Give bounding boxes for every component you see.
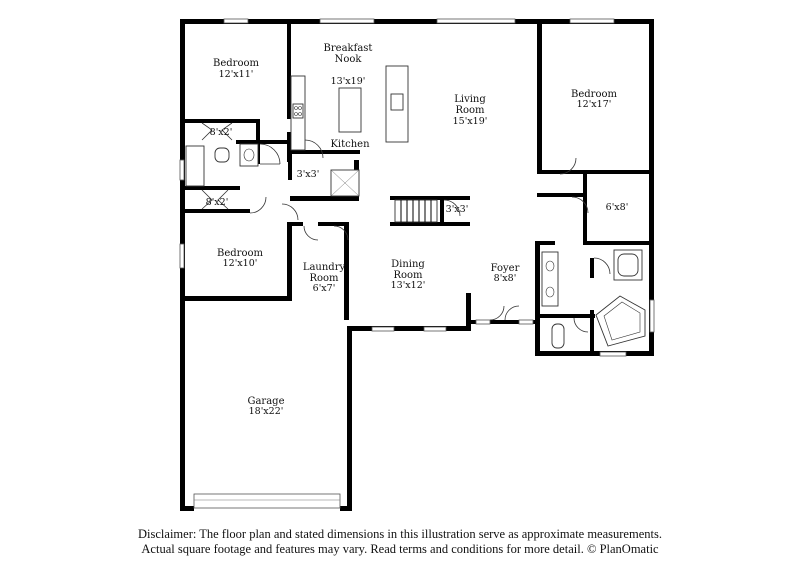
living-room-name-1: Living bbox=[454, 94, 486, 105]
doors bbox=[201, 122, 611, 333]
stair-closet-dim: 3'x3' bbox=[446, 204, 469, 215]
laundry-name-2: Room bbox=[309, 273, 339, 284]
dining-name-1: Dining bbox=[391, 259, 425, 270]
living-room-name-2: Room bbox=[455, 105, 485, 116]
breakfast-nook-name-1: Breakfast bbox=[324, 43, 373, 54]
laundry-dim: 6'x7' bbox=[313, 283, 336, 294]
closet-8x2-bottom-dim: 8'x2' bbox=[206, 197, 229, 208]
bedroom-ne-name: Bedroom bbox=[571, 89, 617, 100]
living-room-dim: 15'x19' bbox=[453, 116, 488, 127]
interior-walls bbox=[180, 19, 654, 356]
dining-dim: 13'x12' bbox=[391, 280, 426, 291]
walk-in-closet-dim: 6'x8' bbox=[606, 202, 629, 213]
kitchen-name: Kitchen bbox=[330, 139, 370, 150]
room-labels: Bedroom 12'x11' Breakfast Nook 13'x19' K… bbox=[206, 43, 629, 417]
windows bbox=[179, 18, 655, 357]
bedroom-ne-dim: 12'x17' bbox=[577, 99, 612, 110]
disclaimer-line-1: Disclaimer: The floor plan and stated di… bbox=[138, 527, 662, 541]
garage-name: Garage bbox=[247, 396, 284, 407]
kitchen-fixtures bbox=[290, 65, 409, 197]
disclaimer-line-2: Actual square footage and features may v… bbox=[141, 542, 659, 556]
floor-plan: Bedroom 12'x11' Breakfast Nook 13'x19' K… bbox=[179, 18, 655, 511]
bedroom-w-dim: 12'x10' bbox=[223, 258, 258, 269]
bedroom-w-name: Bedroom bbox=[217, 248, 263, 259]
stairs bbox=[394, 199, 438, 223]
laundry-name-1: Laundry bbox=[303, 262, 346, 273]
garage-door bbox=[193, 493, 341, 509]
bath-fixtures bbox=[185, 143, 646, 349]
foyer-name: Foyer bbox=[491, 263, 520, 274]
dining-name-2: Room bbox=[393, 270, 423, 281]
bedroom-nw-name: Bedroom bbox=[213, 58, 259, 69]
closet-8x2-top-dim: 8'x2' bbox=[210, 127, 233, 138]
foyer-dim: 8'x8' bbox=[494, 273, 517, 284]
garage-dim: 18'x22' bbox=[249, 406, 284, 417]
breakfast-nook-name-2: Nook bbox=[335, 54, 363, 65]
pantry-dim: 3'x3' bbox=[297, 169, 320, 180]
bedroom-nw-dim: 12'x11' bbox=[219, 69, 254, 80]
disclaimer: Disclaimer: The floor plan and stated di… bbox=[0, 527, 800, 557]
kitchen-dim: 13'x19' bbox=[331, 76, 366, 87]
